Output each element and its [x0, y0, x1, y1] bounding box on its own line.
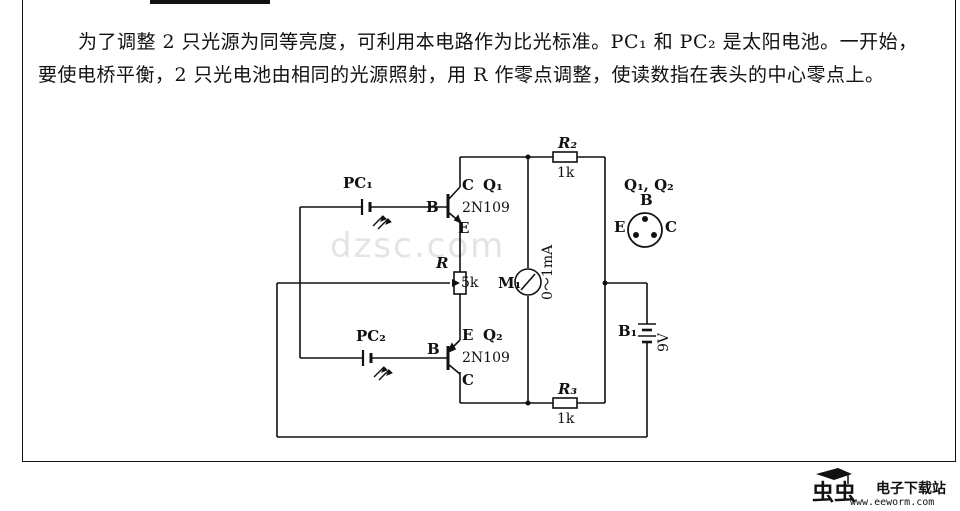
battery-b1	[638, 323, 656, 344]
watermark: dzsc.com	[330, 226, 506, 266]
label-q2-base: B	[427, 340, 440, 358]
label-m1: M₁	[498, 274, 521, 292]
eeworm-logo: 虫虫	[812, 468, 856, 506]
circuit-wires	[276, 156, 648, 438]
label-pc1: PC₁	[343, 174, 373, 192]
solar-cell-pc2	[361, 350, 393, 381]
label-pc2: PC₂	[356, 327, 386, 345]
caption-text: 为了调整 2 只光源为同等亮度，可利用本电路作为比光标准。PC₁ 和 PC₂ 是…	[38, 31, 918, 86]
label-q2-collector: C	[462, 371, 474, 389]
pinout-diagram	[627, 212, 663, 248]
transistor-q1	[446, 186, 462, 224]
transistor-q2	[446, 339, 461, 375]
solar-cell-pc1	[360, 199, 392, 230]
label-q2-emitter: E	[462, 326, 473, 344]
label-battery-value: 9V	[656, 332, 672, 352]
label-pin-e: E	[614, 218, 625, 236]
label-r3-value: 1k	[557, 411, 575, 427]
label-r: R	[435, 254, 448, 272]
meter-m1	[514, 268, 542, 296]
label-q1-base: B	[426, 198, 439, 216]
figure-frame	[22, 0, 956, 462]
label-pin-b: B	[640, 191, 653, 209]
label-q2-part: 2N109	[462, 350, 510, 366]
logo-name: 电子下载站	[876, 481, 946, 497]
label-q1: Q₁	[483, 176, 503, 194]
potentiometer-r	[452, 271, 467, 295]
label-r3: R₃	[557, 380, 577, 398]
resistor-r2	[552, 151, 578, 163]
label-pin-c: C	[665, 218, 677, 236]
label-q2: Q₂	[483, 326, 503, 344]
label-pinout-title: Q₁, Q₂	[624, 176, 674, 194]
label-q1-collector: C	[462, 176, 474, 194]
label-q1-emitter: E	[458, 219, 469, 237]
label-b1: B₁	[618, 322, 637, 340]
logo-url: www.eeworm.com	[850, 497, 935, 508]
label-meter-range: 0～1mA	[540, 244, 556, 300]
top-rule	[150, 0, 270, 4]
label-q1-part: 2N109	[462, 200, 510, 216]
resistor-r3	[552, 397, 578, 409]
label-r-value: 5k	[461, 275, 479, 291]
label-r2: R₂	[557, 134, 577, 152]
label-r2-value: 1k	[557, 165, 575, 181]
svg-text:虫虫: 虫虫	[812, 480, 856, 506]
junction-dots	[525, 154, 608, 406]
